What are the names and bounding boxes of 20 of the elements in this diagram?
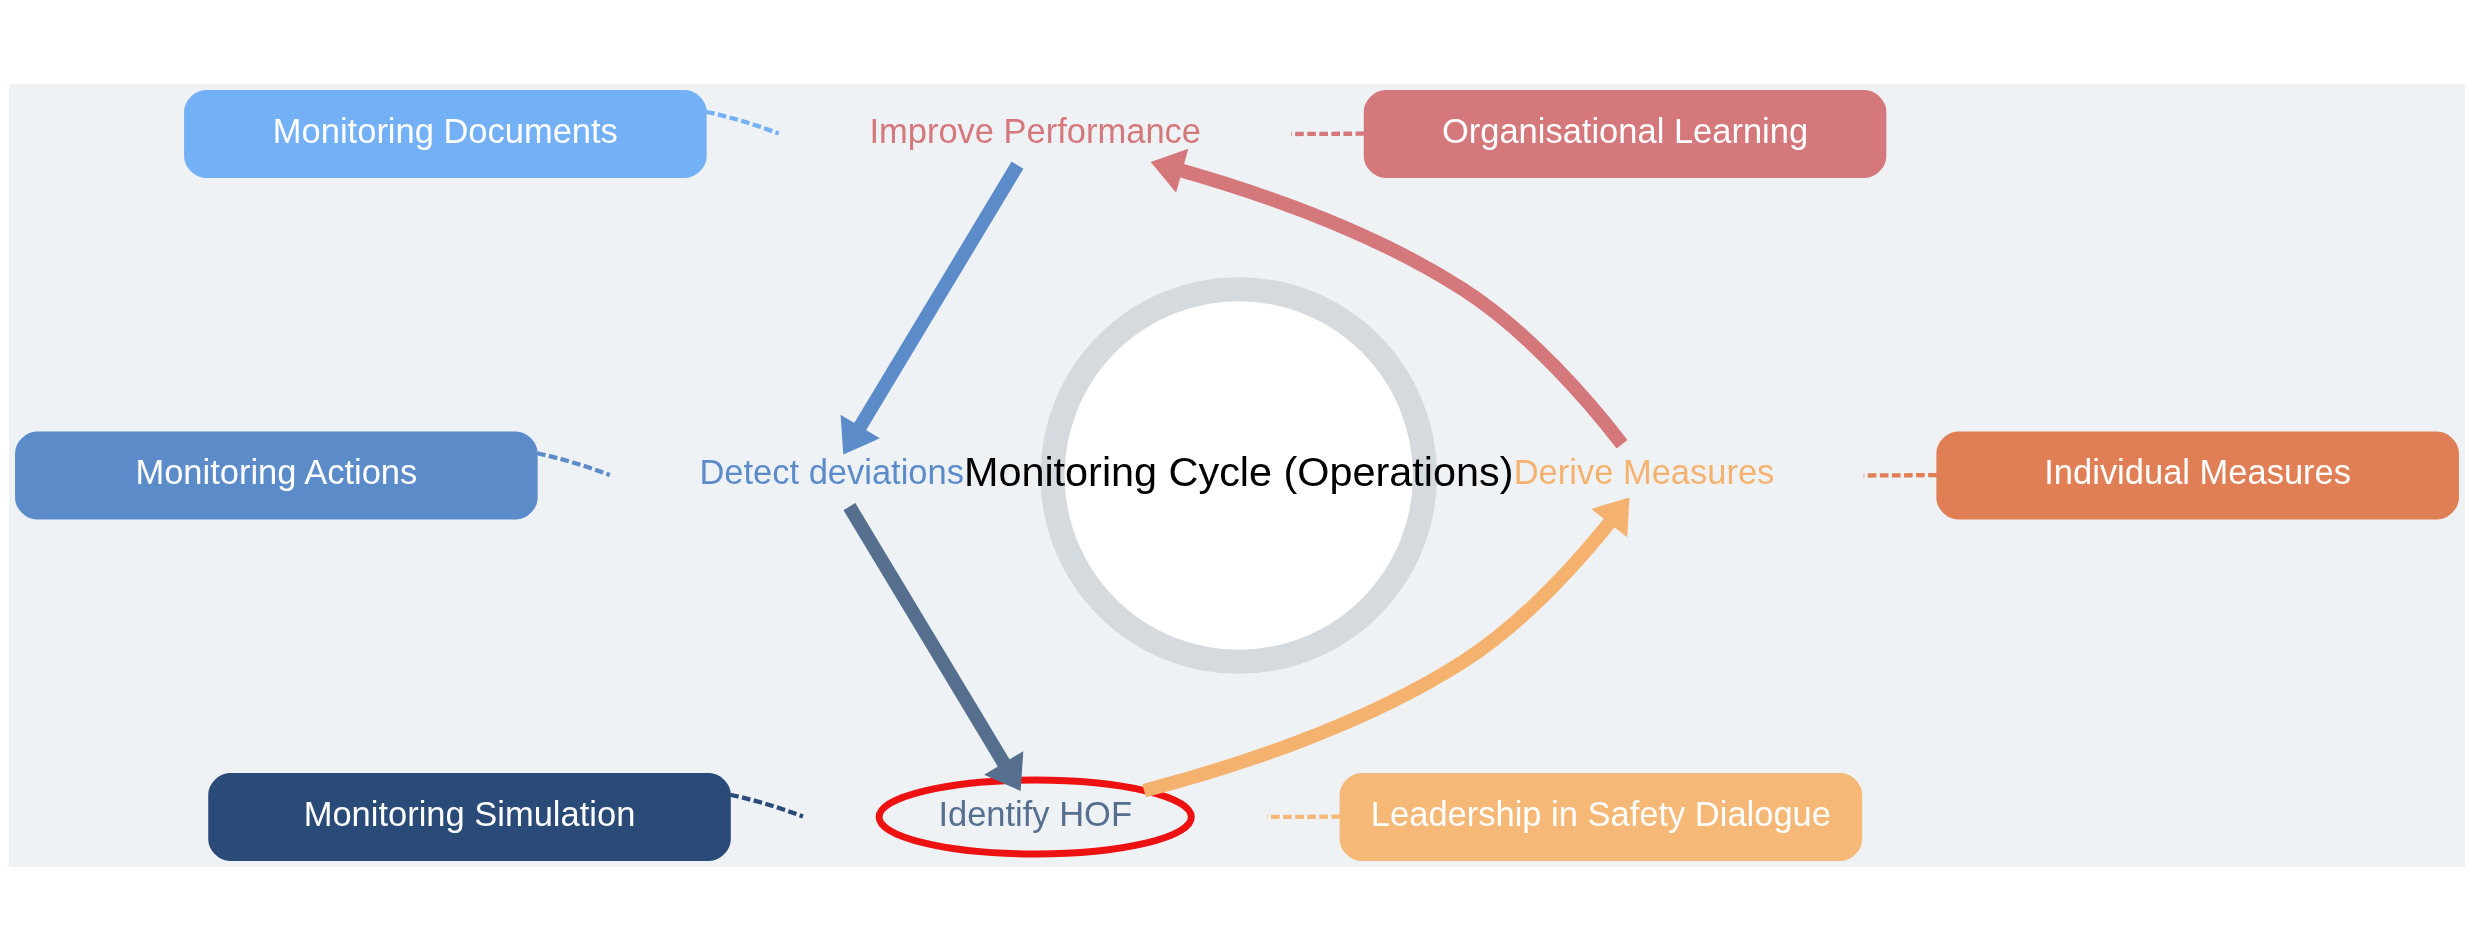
node-box: Monitoring Documents — [184, 90, 707, 178]
connector — [1291, 131, 1365, 137]
node-ellipse: Identify HOF — [875, 776, 1195, 858]
node-box: Individual Measures — [1936, 431, 2459, 520]
connector — [1266, 814, 1340, 820]
node-box: Monitoring Simulation — [208, 773, 731, 861]
node-box: Leadership in Safety Dialogue — [1339, 773, 1863, 861]
node-text: Detect deviations — [699, 453, 964, 492]
connector — [536, 451, 611, 478]
arrow — [1142, 497, 1630, 798]
arrow — [1150, 148, 1628, 449]
node-box: Monitoring Actions — [15, 431, 538, 520]
arrow — [840, 161, 1024, 455]
connector — [729, 792, 804, 819]
node-label: Monitoring Cycle (Operations) — [963, 449, 1514, 496]
arrow — [843, 503, 1024, 791]
node-text: Derive Measures — [1513, 453, 1775, 492]
node-box: Organisational Learning — [1363, 90, 1887, 178]
connector — [705, 109, 780, 136]
node-text: Improve Performance — [869, 111, 1201, 150]
